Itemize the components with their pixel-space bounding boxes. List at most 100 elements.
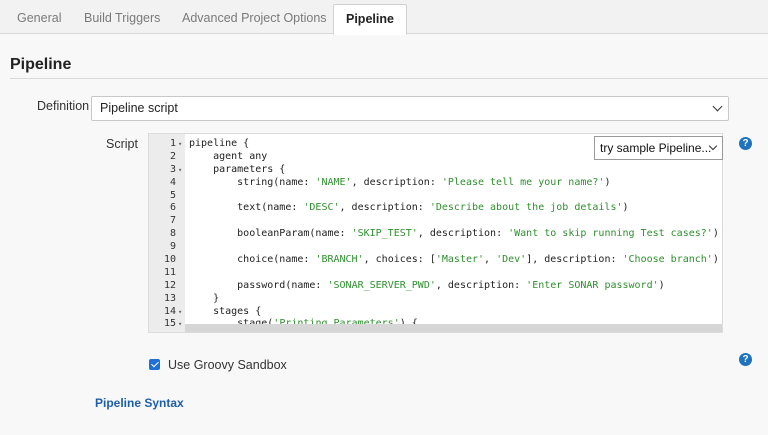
line-number: 1 [169, 138, 176, 149]
script-help-icon[interactable]: ? [739, 137, 752, 150]
code-text: stages { [189, 306, 261, 319]
code-line: 13 } [149, 292, 722, 306]
code-line: 2 agent any [149, 150, 722, 164]
string-literal: 'Want to skip running Test cases?' [508, 228, 713, 240]
line-number: 5 [169, 189, 176, 201]
code-text: stage('Printing Parameters') { [189, 318, 418, 331]
definition-label: Definition [37, 99, 90, 113]
code-segment: , description: [417, 228, 509, 240]
pipeline-syntax-link[interactable]: Pipeline Syntax [95, 396, 184, 410]
code-segment: pipeline { [189, 138, 250, 149]
chevron-down-icon [712, 101, 723, 112]
script-label: Script [106, 137, 138, 151]
line-number: 10 [163, 254, 176, 266]
code-text: password(name: 'SONAR_SERVER_PWD', descr… [189, 280, 665, 293]
string-literal: 'Enter SONAR password' [526, 279, 659, 291]
code-segment: stages { [189, 305, 262, 317]
code-text: agent any [189, 151, 267, 164]
fold-arrow-icon: ▾ [178, 320, 183, 329]
line-number: 15 [163, 318, 176, 330]
line-number: 12 [163, 279, 176, 291]
definition-value: Pipeline script [100, 101, 178, 115]
string-literal: 'BRANCH' [315, 254, 364, 266]
code-segment: string(name: [189, 176, 316, 188]
line-number: 7 [169, 215, 176, 227]
fold-arrow-icon: ▾ [178, 165, 183, 174]
definition-select[interactable]: Pipeline script [91, 96, 729, 121]
code-line: 14▾ stages { [149, 305, 722, 319]
string-literal: 'Master' [435, 254, 485, 266]
code-text: pipeline { [189, 138, 249, 151]
groovy-sandbox-checkbox[interactable] [149, 359, 160, 370]
code-line: 10 choice(name: 'BRANCH', choices: ['Mas… [149, 254, 722, 267]
code-line: 3▾ parameters { [149, 163, 722, 177]
tab-pipeline[interactable]: Pipeline [333, 4, 407, 35]
sample-pipeline-value: try sample Pipeline... [600, 141, 712, 155]
code-segment: , description: [435, 279, 527, 291]
string-literal: 'NAME' [315, 176, 352, 188]
code-line: 12 password(name: 'SONAR_SERVER_PWD', de… [149, 279, 722, 293]
code-segment: , description: [351, 176, 442, 188]
string-literal: 'Please tell me your name?' [441, 176, 605, 188]
code-segment: booleanParam(name: [189, 228, 352, 240]
string-literal: 'SKIP_TEST' [351, 228, 418, 240]
line-number: 6 [169, 202, 176, 214]
code-segment: } [189, 292, 220, 304]
line-number-gutter [149, 134, 185, 332]
line-number: 3 [169, 163, 176, 175]
tab-bar: General Build Triggers Advanced Project … [0, 0, 768, 35]
line-number: 4 [169, 176, 176, 188]
code-text: } [189, 293, 219, 306]
code-line: 7 [149, 215, 722, 228]
tab-advanced-project-options[interactable]: Advanced Project Options [182, 11, 327, 25]
code-segment: ) [622, 202, 629, 214]
code-segment: , description: [339, 202, 430, 214]
code-segment: password(name: [189, 279, 328, 291]
line-number: 14 [163, 305, 176, 317]
code-segment: ], description: [526, 254, 623, 266]
code-segment: choice(name: [189, 254, 316, 266]
code-text: string(name: 'NAME', description: 'Pleas… [189, 177, 610, 190]
code-line: 9 [149, 241, 722, 254]
tab-build-triggers[interactable]: Build Triggers [84, 11, 161, 25]
string-literal: 'Choose branch' [622, 254, 713, 266]
fold-arrow-icon: ▾ [178, 307, 183, 316]
code-line: 15▾ stage('Printing Parameters') { [149, 318, 722, 331]
code-segment: ) [604, 176, 611, 188]
line-number: 11 [163, 266, 176, 278]
code-line: 4 string(name: 'NAME', description: 'Ple… [149, 176, 722, 190]
code-segment: parameters { [189, 163, 286, 175]
string-literal: 'Dev' [496, 254, 527, 266]
code-segment: , choices: [ [363, 254, 436, 266]
code-line: 11 [149, 266, 722, 280]
section-title: Pipeline [10, 56, 72, 73]
code-segment: ) [712, 254, 719, 266]
horizontal-scrollbar[interactable] [185, 324, 722, 332]
code-text: booleanParam(name: 'SKIP_TEST', descript… [189, 228, 719, 241]
code-line: 5 [149, 189, 722, 203]
code-line: 6 text(name: 'DESC', description: 'Descr… [149, 202, 722, 215]
fold-arrow-icon: ▾ [178, 140, 183, 148]
line-number: 8 [169, 228, 176, 240]
string-literal: 'Describe about the job details' [429, 202, 623, 214]
groovy-sandbox-label: Use Groovy Sandbox [168, 358, 287, 372]
code-line: 1▾ pipeline { [149, 138, 722, 151]
code-segment: ) [712, 228, 719, 240]
sandbox-help-icon[interactable]: ? [739, 353, 752, 366]
code-text: choice(name: 'BRANCH', choices: ['Master… [189, 254, 719, 267]
code-segment: ) { [400, 318, 418, 329]
line-number: 2 [169, 150, 176, 162]
code-segment: , [484, 254, 497, 266]
string-literal: 'SONAR_SERVER_PWD' [327, 279, 436, 291]
code-segment: stage( [189, 318, 273, 329]
line-number: 13 [163, 292, 176, 304]
line-number: 9 [169, 241, 176, 253]
sample-pipeline-select[interactable]: try sample Pipeline... [594, 136, 723, 160]
tab-general[interactable]: General [17, 11, 62, 25]
code-segment: text(name: [189, 202, 304, 214]
section-divider [10, 78, 768, 79]
string-literal: 'DESC' [303, 202, 340, 214]
code-text: text(name: 'DESC', description: 'Describ… [189, 202, 629, 215]
